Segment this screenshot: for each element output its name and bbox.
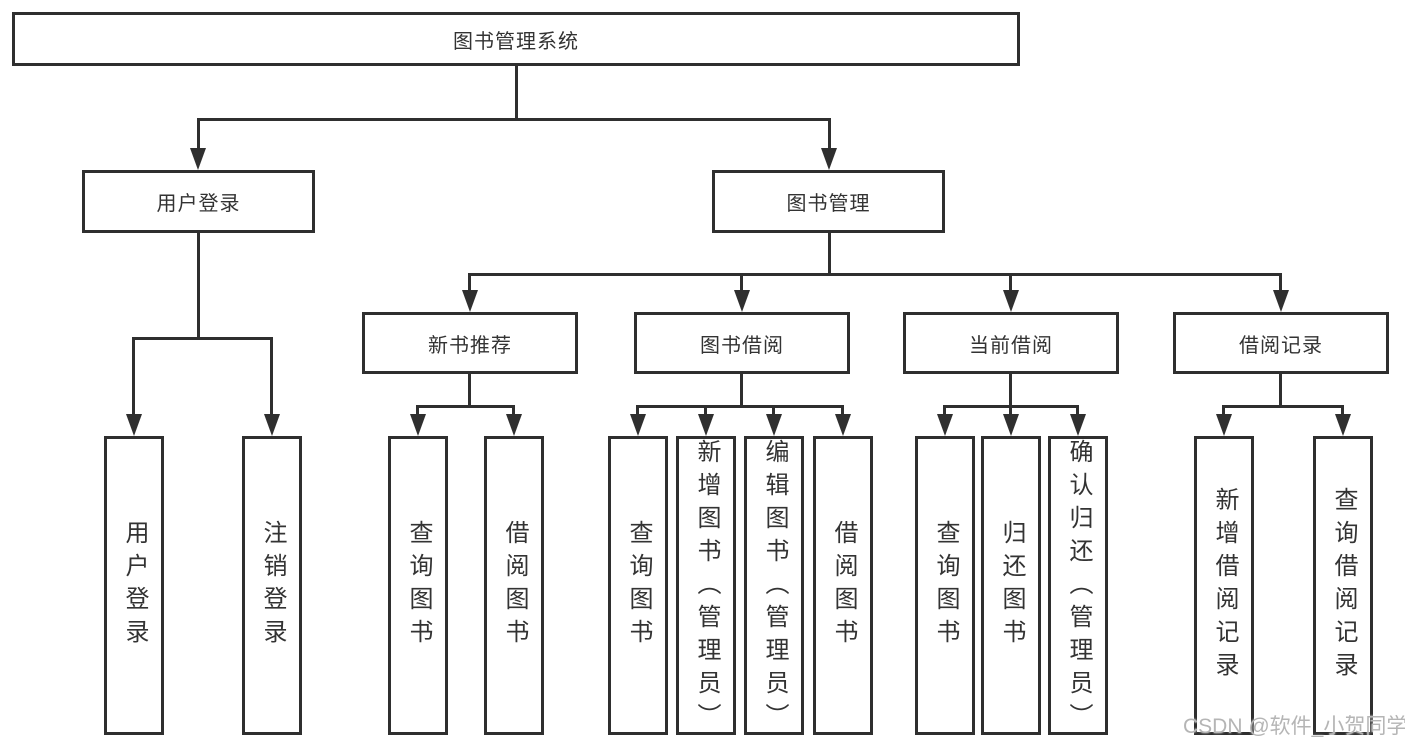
connector-drop-query-books-current (943, 405, 946, 414)
csdn-watermark: CSDN @软件_小贺同学 (1183, 715, 1405, 738)
arrowhead-add-borrowing-record-icon (1216, 414, 1232, 436)
node-borrow-books-recommend: 借阅图书 (484, 436, 544, 735)
connector-book-management-split (468, 273, 1282, 276)
node-user-login: 用户登录 (82, 170, 315, 233)
node-label: 图书管理系统 (453, 30, 579, 53)
arrowhead-book-borrowing-icon (734, 290, 750, 312)
connector-user-login-stem (197, 233, 200, 337)
node-label: 借阅图书 (501, 519, 528, 652)
node-label: 注销登录 (259, 519, 286, 652)
connector-drop-borrow-books-recommend (512, 405, 515, 414)
node-query-books-recommend: 查询图书 (388, 436, 448, 735)
connector-borrowing-records-split (1222, 405, 1344, 408)
connector-drop-book-borrowing (740, 273, 743, 290)
connector-root-split (197, 118, 831, 121)
node-label: 编辑图书（管理员） (761, 439, 788, 736)
connector-drop-current-borrowing (1009, 273, 1012, 290)
node-label: 查询图书 (625, 519, 652, 652)
node-label: 当前借阅 (969, 334, 1053, 357)
node-query-books-current: 查询图书 (915, 436, 975, 735)
arrowhead-borrow-books-recommend-icon (506, 414, 522, 436)
arrowhead-new-book-recommendation-icon (462, 290, 478, 312)
node-edit-books-admin: 编辑图书（管理员） (744, 436, 804, 736)
arrowhead-query-books-recommend-icon (410, 414, 426, 436)
connector-drop-add-books-admin (704, 405, 707, 414)
connector-drop-query-books-recommend (416, 405, 419, 414)
node-confirm-return-admin: 确认归还（管理员） (1048, 436, 1108, 736)
arrowhead-return-books-icon (1003, 414, 1019, 436)
arrowhead-logout-action-icon (264, 414, 280, 436)
arrowhead-query-books-borrowing-icon (630, 414, 646, 436)
arrowhead-book-management-icon (821, 148, 837, 170)
arrowhead-query-borrowing-record-icon (1335, 414, 1351, 436)
node-add-borrowing-record: 新增借阅记录 (1194, 436, 1254, 735)
connector-drop-book-management (828, 118, 831, 148)
node-user-login-action: 用户登录 (104, 436, 164, 735)
node-library-management-system: 图书管理系统 (12, 12, 1020, 66)
arrowhead-add-books-admin-icon (698, 414, 714, 436)
connector-drop-user-login (197, 118, 200, 148)
connector-drop-confirm-return-admin (1076, 405, 1079, 414)
connector-new-book-stem (468, 374, 471, 405)
node-label: 用户登录 (121, 519, 148, 652)
connector-drop-borrow-books-borrowing (841, 405, 844, 414)
arrowhead-borrow-books-borrowing-icon (835, 414, 851, 436)
node-label: 确认归还（管理员） (1065, 439, 1092, 736)
connector-drop-add-borrowing-record (1222, 405, 1225, 414)
connector-borrowing-records-stem (1279, 374, 1282, 405)
arrowhead-confirm-return-admin-icon (1070, 414, 1086, 436)
connector-new-book-split (416, 405, 515, 408)
connector-drop-new-book-recommendation (468, 273, 471, 290)
connector-drop-logout-action (270, 337, 273, 414)
node-label: 用户登录 (156, 193, 241, 215)
arrowhead-user-login-icon (190, 148, 206, 170)
node-label: 查询图书 (405, 519, 432, 652)
node-label: 借阅图书 (830, 519, 857, 652)
node-book-borrowing: 图书借阅 (634, 312, 850, 374)
connector-drop-return-books (1009, 405, 1012, 414)
node-label: 新增借阅记录 (1211, 486, 1238, 685)
node-logout-action: 注销登录 (242, 436, 302, 735)
connector-user-login-split (132, 337, 273, 340)
connector-drop-edit-books-admin (772, 405, 775, 414)
node-label: 归还图书 (998, 519, 1025, 652)
arrowhead-borrowing-records-icon (1273, 290, 1289, 312)
connector-drop-query-borrowing-record (1341, 405, 1344, 414)
node-query-borrowing-record: 查询借阅记录 (1313, 436, 1373, 735)
node-new-book-recommendation: 新书推荐 (362, 312, 578, 374)
connector-current-borrowing-stem (1009, 374, 1012, 405)
node-borrowing-records: 借阅记录 (1173, 312, 1389, 374)
node-book-management: 图书管理 (712, 170, 945, 233)
node-label: 借阅记录 (1239, 334, 1323, 357)
node-label: 图书借阅 (700, 334, 784, 357)
node-borrow-books-borrowing: 借阅图书 (813, 436, 873, 735)
node-label: 查询图书 (932, 519, 959, 652)
connector-drop-borrowing-records (1279, 273, 1282, 290)
connector-book-borrowing-stem (740, 374, 743, 405)
node-return-books: 归还图书 (981, 436, 1041, 735)
node-query-books-borrowing: 查询图书 (608, 436, 668, 735)
node-label: 新书推荐 (428, 334, 512, 357)
arrowhead-query-books-current-icon (937, 414, 953, 436)
node-label: 新增图书（管理员） (693, 439, 720, 736)
node-label: 查询借阅记录 (1330, 486, 1357, 685)
node-add-books-admin: 新增图书（管理员） (676, 436, 736, 736)
arrowhead-edit-books-admin-icon (766, 414, 782, 436)
node-current-borrowing: 当前借阅 (903, 312, 1119, 374)
connector-book-borrowing-split (636, 405, 844, 408)
connector-drop-query-books-borrowing (636, 405, 639, 414)
connector-drop-user-login-action (132, 337, 135, 414)
connector-book-management-stem (828, 233, 831, 273)
arrowhead-current-borrowing-icon (1003, 290, 1019, 312)
arrowhead-user-login-action-icon (126, 414, 142, 436)
connector-root-stem (515, 66, 518, 118)
node-label: 图书管理 (786, 193, 871, 215)
